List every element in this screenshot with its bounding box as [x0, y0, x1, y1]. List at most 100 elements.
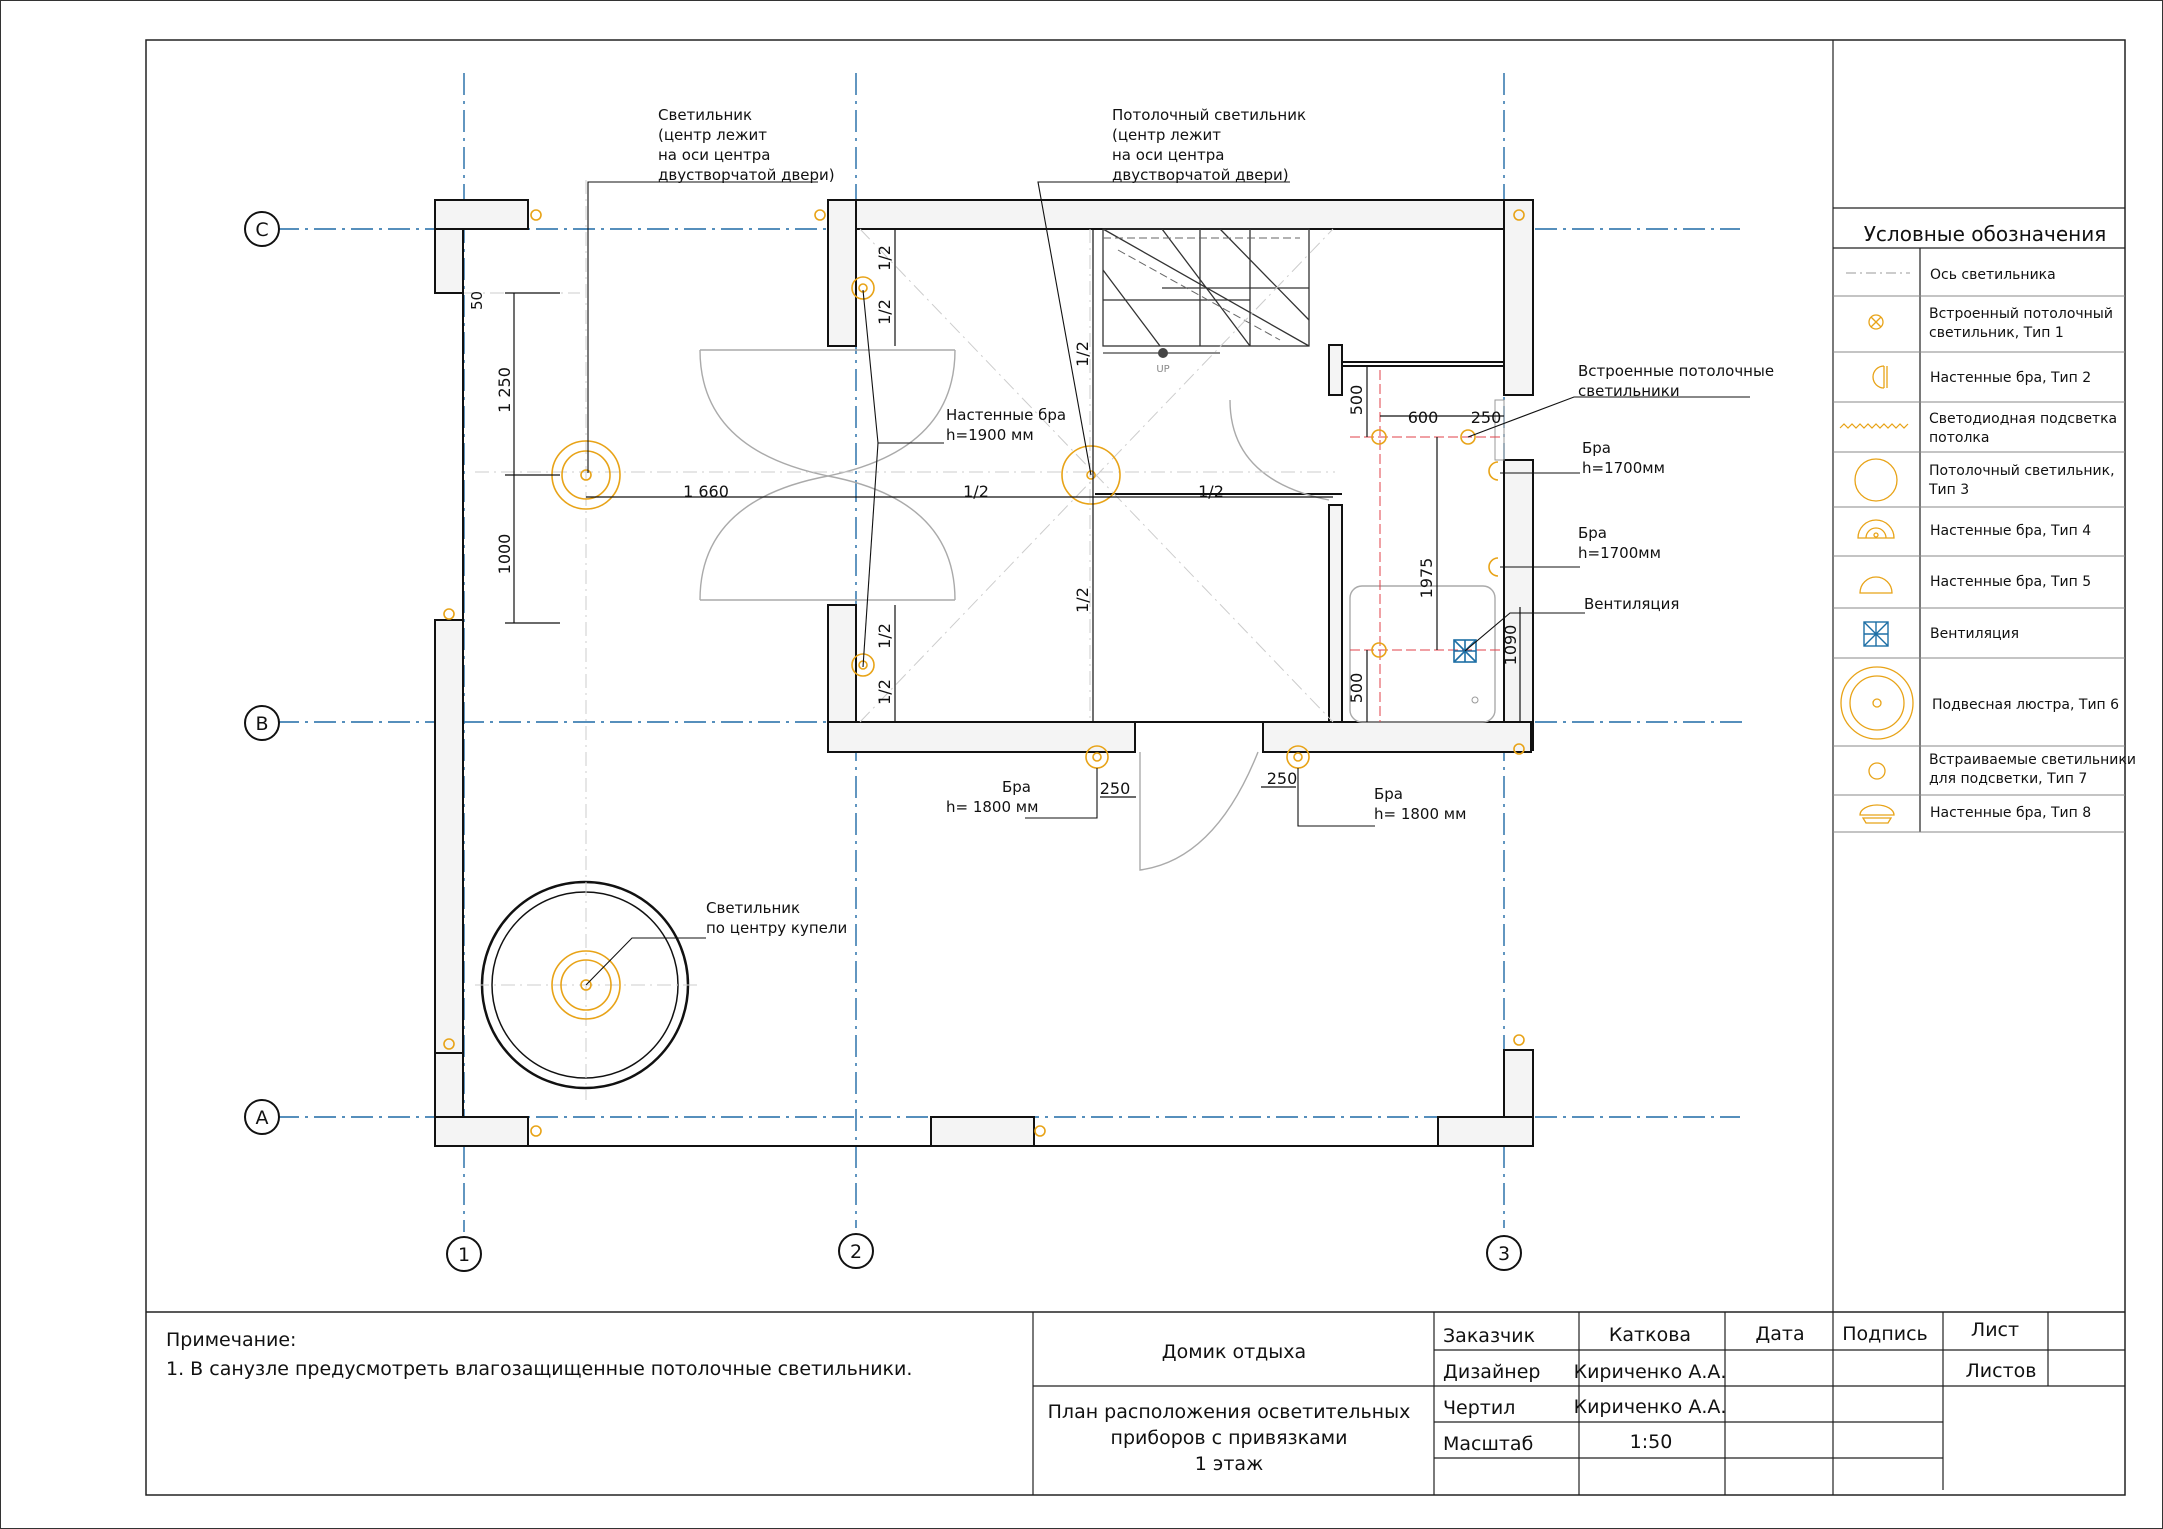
axis-label-a: A: [256, 1107, 269, 1129]
dim-500-top: 500: [1347, 385, 1366, 416]
legend-label-type1-a: Встроенный потолочный: [1929, 306, 2113, 322]
drawing-title-1: План расположения осветительных: [1048, 1401, 1411, 1423]
dim-half-4: 1/2: [1073, 587, 1092, 613]
ventilation-icon: [1863, 621, 1889, 647]
shower-tray: [1349, 585, 1496, 723]
wall-sconce-type5-icon: [1859, 576, 1893, 594]
dim-1090: 1090: [1501, 625, 1520, 666]
ceiling-light-type3-icon: [1854, 458, 1898, 502]
dim-250-bath: 250: [1471, 408, 1502, 427]
annotation-font-2: по центру купели: [706, 919, 847, 937]
recessed-light-type7-icon: [1868, 762, 1886, 780]
annotation-sconce-1: Настенные бра: [946, 406, 1066, 424]
legend-label-type3-b: Тип 3: [1928, 482, 1969, 498]
axis-label-c: C: [255, 219, 268, 241]
dim-half-7: 1/2: [875, 623, 894, 649]
annotation-bra2-2: h=1700мм: [1578, 544, 1661, 562]
annotation-builtin-2: светильники: [1578, 382, 1680, 400]
annotation-ceiling-1: Потолочный светильник: [1112, 106, 1306, 124]
dim-half-3: 1/2: [1073, 341, 1092, 367]
dim-half-5: 1/2: [875, 245, 894, 271]
dim-half-1: 1/2: [963, 482, 989, 501]
annotation-ventilation: Вентиляция: [1584, 595, 1679, 613]
stair-up-label: UP: [1156, 364, 1169, 375]
chandelier-type6-icon: [1840, 666, 1914, 740]
annotation-lamp-door-3: на оси центра: [658, 146, 770, 164]
dim-250-left: 250: [1100, 779, 1131, 798]
legend-label-type7-b: для подсветки, Тип 7: [1929, 771, 2087, 787]
annotation-bra-left-1: Бра: [1002, 778, 1031, 796]
builtin-ceiling-light-icon: [1868, 314, 1884, 330]
note-text: 1. В санузле предусмотреть влагозащищенн…: [166, 1358, 912, 1380]
dim-500-bottom: 500: [1347, 673, 1366, 704]
title-block: [1032, 1312, 2125, 1495]
dim-half-2: 1/2: [1198, 482, 1224, 501]
name-designer: Кириченко А.А.: [1574, 1361, 1727, 1383]
sheet-label: Лист: [1971, 1319, 2019, 1341]
annotation-ceiling-2: (центр лежит: [1112, 126, 1221, 144]
legend-label-type2: Настенные бра, Тип 2: [1930, 370, 2091, 386]
drawing-frame: [145, 39, 2126, 1496]
legend-title: Условные обозначения: [1864, 222, 2107, 246]
doors: [699, 349, 1330, 871]
dim-250-right: 250: [1267, 769, 1298, 788]
axis-label-b: B: [255, 713, 268, 735]
sheets-label: Листов: [1966, 1360, 2037, 1382]
annotation-ceiling-3: на оси центра: [1112, 146, 1224, 164]
wall-sconce-type4-icon: [1857, 519, 1895, 539]
legend-label-type8: Настенные бра, Тип 8: [1930, 805, 2091, 821]
annotation-bra-left-2: h= 1800 мм: [946, 798, 1038, 816]
dim-1250: 1 250: [495, 367, 514, 413]
annotation-bra-right-1: Бра: [1374, 785, 1403, 803]
legend-label-type1-b: светильник, Тип 1: [1929, 325, 2064, 341]
annotation-lamp-door-4: двустворчатой двери): [658, 166, 835, 184]
role-drafter: Чертил: [1443, 1397, 1515, 1419]
note-title: Примечание:: [166, 1329, 296, 1351]
legend-label-led-a: Светодиодная подсветка: [1929, 411, 2117, 427]
drawing-title-2: приборов с привязками: [1111, 1427, 1348, 1449]
project-name: Домик отдыха: [1162, 1341, 1306, 1363]
drawing-title-3: 1 этаж: [1195, 1453, 1263, 1475]
dim-1000: 1000: [495, 534, 514, 575]
annotation-bra1-2: h=1700мм: [1582, 459, 1665, 477]
axis-label-2: 2: [850, 1241, 862, 1263]
annotation-bra1-1: Бра: [1582, 439, 1611, 457]
axis-bubbles: [244, 211, 1522, 1272]
value-scale: 1:50: [1630, 1431, 1673, 1453]
annotation-font-1: Светильник: [706, 899, 800, 917]
annotation-lamp-door-1: Светильник: [658, 106, 752, 124]
legend-label-vent: Вентиляция: [1930, 626, 2019, 642]
name-customer: Каткова: [1609, 1324, 1691, 1346]
legend-label-axis: Ось светильника: [1930, 267, 2056, 283]
date-label: Дата: [1755, 1323, 1804, 1345]
annotation-bra-right-2: h= 1800 мм: [1374, 805, 1466, 823]
legend-label-type5: Настенные бра, Тип 5: [1930, 574, 2091, 590]
dim-50: 50: [468, 291, 486, 310]
legend-label-type4: Настенные бра, Тип 4: [1930, 523, 2091, 539]
annotation-bra2-1: Бра: [1578, 524, 1607, 542]
dim-600: 600: [1408, 408, 1439, 427]
wall-sconce-type2-icon: [1872, 365, 1888, 389]
legend: Условные обозначения: [1833, 207, 2136, 833]
legend-label-led-b: потолка: [1929, 430, 1989, 446]
role-designer: Дизайнер: [1443, 1361, 1540, 1383]
led-strip-icon: [1839, 423, 1909, 429]
legend-label-type6: Подвесная люстра, Тип 6: [1932, 697, 2119, 713]
name-drafter: Кириченко А.А.: [1574, 1396, 1727, 1418]
wall-sconce-type8-icon: [1859, 804, 1895, 824]
walls: [434, 199, 1534, 1147]
dim-1975: 1975: [1417, 558, 1436, 599]
sign-label: Подпись: [1842, 1323, 1927, 1345]
role-customer: Заказчик: [1443, 1325, 1535, 1347]
dim-half-8: 1/2: [875, 679, 894, 705]
dim-half-6: 1/2: [875, 299, 894, 325]
dim-1660: 1 660: [683, 482, 729, 501]
annotation-lamp-door-2: (центр лежит: [658, 126, 767, 144]
legend-label-type3-a: Потолочный светильник,: [1929, 463, 2115, 479]
annotation-ceiling-4: двустворчатой двери): [1112, 166, 1289, 184]
role-scale: Масштаб: [1443, 1433, 1533, 1455]
legend-label-type7-a: Встраиваемые светильники: [1929, 752, 2136, 768]
annotation-builtin-1: Встроенные потолочные: [1578, 362, 1774, 380]
axis-label-3: 3: [1498, 1243, 1510, 1265]
